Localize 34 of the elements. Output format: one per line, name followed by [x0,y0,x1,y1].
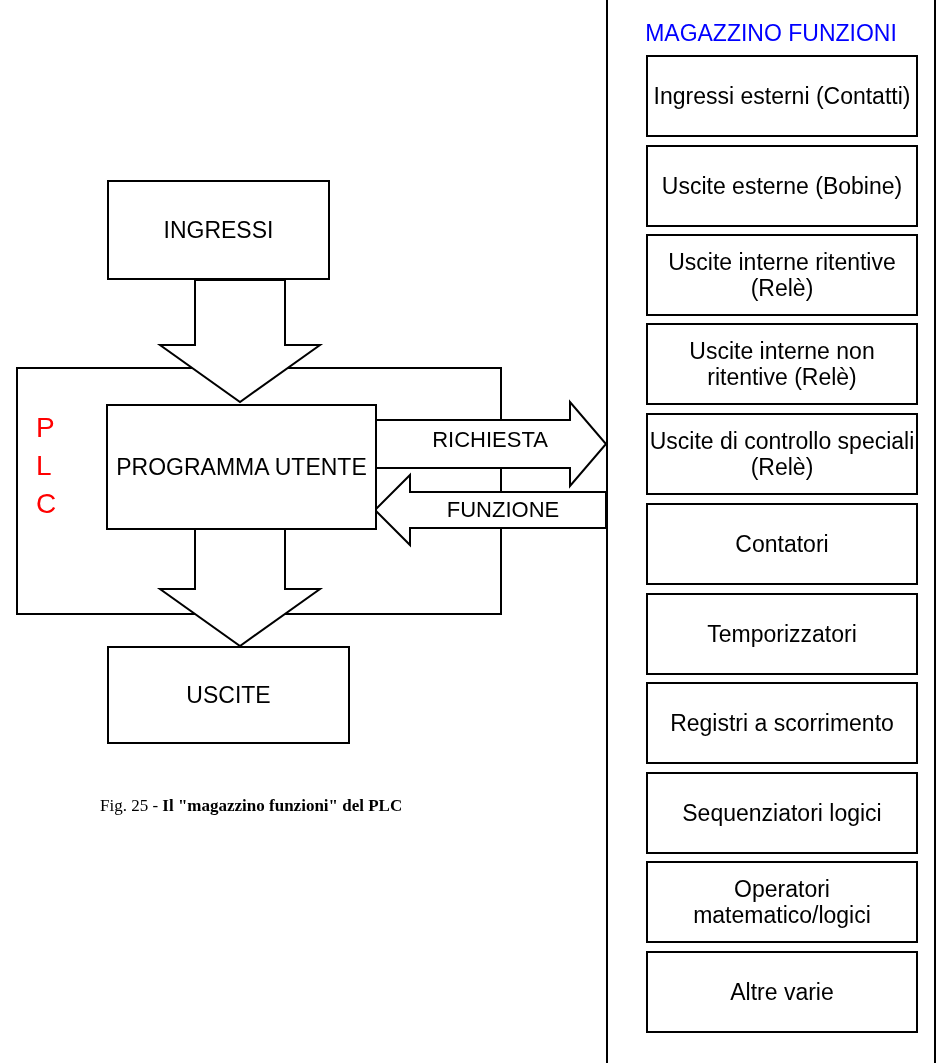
figure-caption: Fig. 25 - Il "magazzino funzioni" del PLC [100,796,403,816]
panel-title: MAGAZZINO FUNZIONI [645,20,897,47]
process-box [646,323,918,405]
box-label: Ingressi esterni (Contatti) [653,82,911,110]
box-label: INGRESSI [163,216,274,244]
box-label: Uscite interne non ritentive (Relè) [688,337,876,391]
box-label: Sequenziatori logici [682,799,882,827]
process-box [107,180,330,280]
block-arrow [156,527,324,648]
box-label: Altre varie [730,978,834,1006]
process-box [646,951,918,1033]
process-box [646,503,918,585]
box-label: Registri a scorrimento [670,709,894,737]
process-box [646,593,918,675]
plc-label: P L C [36,411,58,521]
process-box [646,55,918,137]
box-label: Operatori matematico/logici [692,875,872,929]
box-label: Uscite esterne (Bobine) [661,172,903,200]
process-box [646,145,918,227]
process-box [646,682,918,764]
process-box [646,861,918,943]
box-label: Uscite interne ritentive (Relè) [667,248,897,302]
box-label: Contatori [735,530,829,558]
process-box [646,413,918,495]
box-label: Uscite di controllo speciali (Relè) [648,427,916,481]
process-box [106,404,377,530]
box-label: USCITE [186,681,271,709]
block-arrow [156,279,324,404]
process-box [107,646,350,744]
box-label: PROGRAMMA UTENTE [116,453,367,481]
process-box [646,234,918,316]
process-box [646,772,918,854]
function-store-panel [606,0,936,1063]
box-label: Temporizzatori [707,620,857,648]
